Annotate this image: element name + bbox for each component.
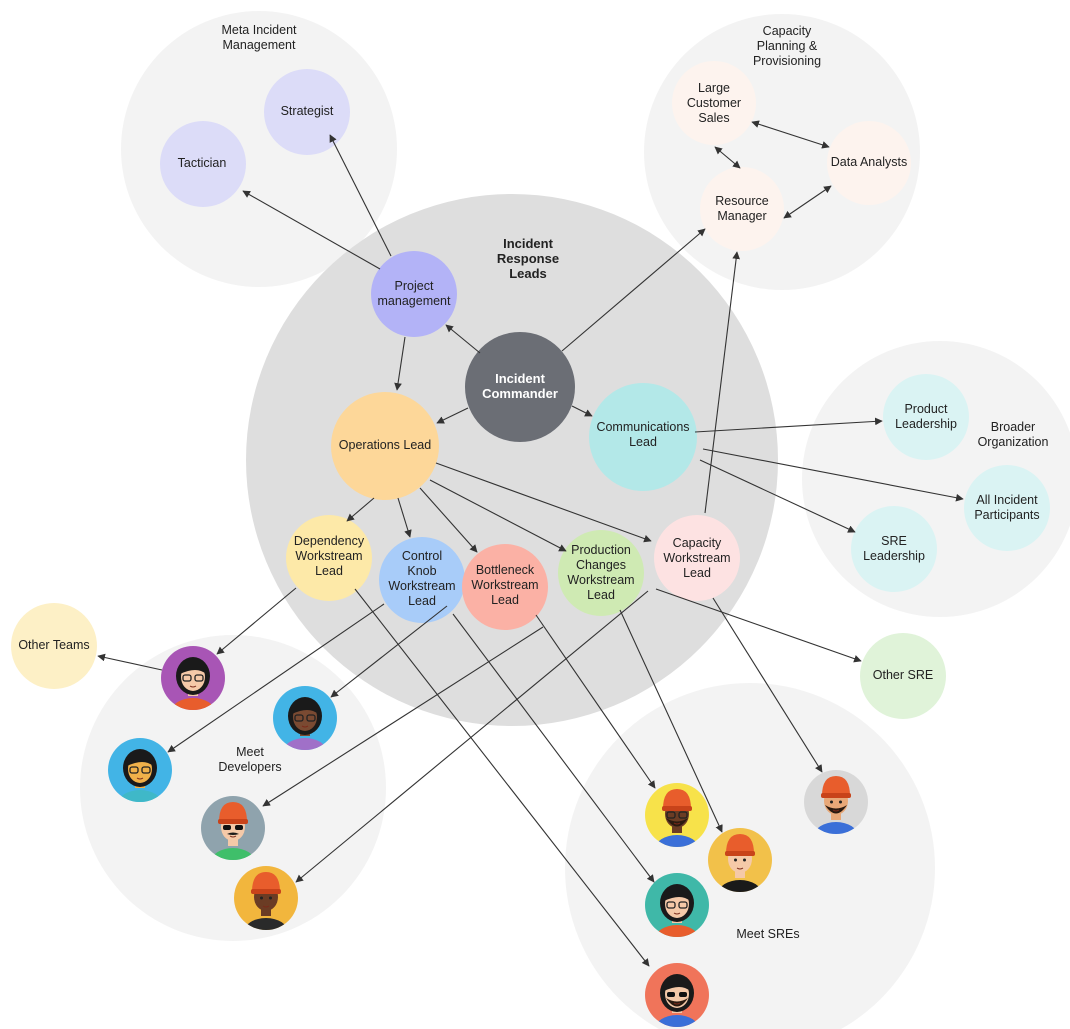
all-incident-participants-circle xyxy=(964,465,1050,551)
bottleneck-lead-circle xyxy=(462,544,548,630)
arrow-7 xyxy=(435,462,652,543)
data-analysts-circle xyxy=(827,121,911,205)
tactician-circle xyxy=(160,121,246,207)
avatar-sre-3 xyxy=(645,873,709,937)
incident-commander-circle xyxy=(465,332,575,442)
capacity-lead-circle xyxy=(654,515,740,601)
arrow-14 xyxy=(699,459,856,533)
arrow-2 xyxy=(445,324,481,354)
arrow-24 xyxy=(295,590,649,883)
dependency-lead-circle xyxy=(286,515,372,601)
arrow-20 xyxy=(97,653,163,671)
arrow-1 xyxy=(329,134,392,257)
data-analysts-node: Data Analysts xyxy=(830,155,908,169)
arrow-6 xyxy=(571,405,593,417)
large-customer-sales-circle xyxy=(672,61,756,145)
avatar-dev-2 xyxy=(273,686,337,750)
other-sre-circle xyxy=(860,633,946,719)
other-sre-node: Other SRE xyxy=(872,668,934,682)
avatar-dev-5 xyxy=(234,866,298,930)
other-teams-node: Other Teams xyxy=(18,638,90,652)
operations-lead-circle xyxy=(331,392,439,500)
avatar-sre-5 xyxy=(804,770,868,834)
arrow-21 xyxy=(167,603,385,753)
other-teams-circle xyxy=(11,603,97,689)
avatar-dev-1 xyxy=(161,646,225,710)
strategist-node: Strategist xyxy=(280,104,334,118)
arrow-26 xyxy=(354,588,650,967)
operations-lead-node: Operations Lead xyxy=(338,438,432,452)
project-management-circle xyxy=(371,251,457,337)
arrow-5 xyxy=(436,407,469,424)
arrow-28 xyxy=(535,614,656,789)
arrow-27 xyxy=(452,613,655,883)
arrow-30 xyxy=(712,597,823,773)
arrow-25 xyxy=(655,588,862,663)
avatar-sre-4 xyxy=(645,963,709,1027)
avatar-sre-2 xyxy=(708,828,772,892)
arrow-13 xyxy=(702,448,964,502)
sre-leadership-circle xyxy=(851,506,937,592)
arrow-0 xyxy=(242,190,381,270)
arrow-29 xyxy=(619,609,723,833)
arrow-4 xyxy=(561,228,706,352)
arrow-17 xyxy=(714,146,741,169)
arrow-3 xyxy=(394,336,406,391)
arrow-9 xyxy=(397,497,412,538)
avatar-dev-3 xyxy=(108,738,172,802)
communications-lead-circle xyxy=(589,383,697,491)
tactician-node: Tactician xyxy=(177,156,227,170)
avatar-dev-4 xyxy=(201,796,265,860)
arrow-19 xyxy=(216,587,297,655)
strategist-circle xyxy=(264,69,350,155)
production-changes-lead-circle xyxy=(558,530,644,616)
avatar-sre-1 xyxy=(645,783,709,847)
product-leadership-circle xyxy=(883,374,969,460)
resource-manager-circle xyxy=(700,167,784,251)
control-knob-lead-circle xyxy=(379,537,465,623)
arrow-11 xyxy=(429,479,567,552)
arrow-16 xyxy=(751,120,830,149)
arrow-12 xyxy=(694,417,883,433)
arrow-10 xyxy=(419,487,478,553)
arrow-18 xyxy=(783,185,832,219)
arrow-23 xyxy=(262,626,544,807)
arrow-22 xyxy=(330,605,448,698)
arrow-8 xyxy=(346,497,375,522)
meet-sres-group-label: Meet SREs xyxy=(736,927,800,941)
arrow-15 xyxy=(704,251,740,514)
